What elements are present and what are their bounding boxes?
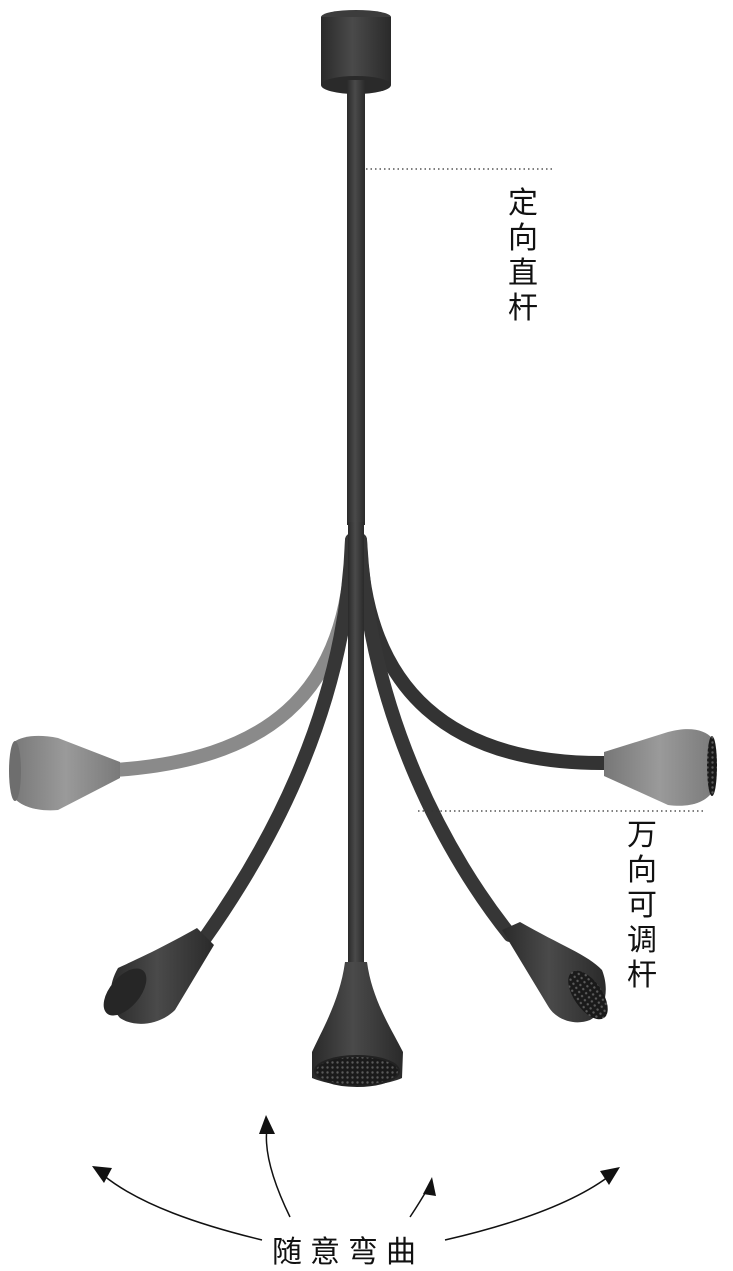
flexible-arm-right-down (353, 533, 608, 1023)
bend-freely-label: 随意弯曲 (272, 1235, 424, 1270)
flexible-adjustable-rod-label: 万向可调杆 (627, 818, 657, 993)
fixed-straight-rod-label: 定向直杆 (508, 186, 538, 326)
flexible-arm-right-up (353, 533, 717, 806)
ceiling-canopy (321, 10, 391, 94)
fixed-straight-rod (347, 80, 365, 525)
flexible-arm-center (312, 522, 403, 1087)
bend-arrows (92, 1115, 620, 1241)
flexible-arm-left-down (103, 533, 359, 1024)
